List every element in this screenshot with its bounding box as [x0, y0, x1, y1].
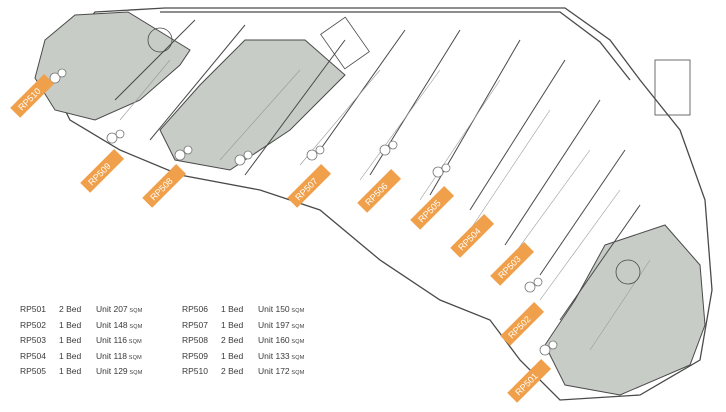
bedroom-count: 1 Bed — [59, 335, 82, 345]
unit-tag-bg — [142, 163, 187, 208]
unit-area: Unit 129 SQM — [96, 366, 143, 376]
stair-core-east — [654, 59, 691, 116]
area-unit-label: SQM — [289, 308, 305, 314]
unit-number: RP502 — [20, 319, 46, 330]
unit-area: Unit 133 SQM — [258, 350, 305, 361]
unit-walls — [114, 19, 641, 321]
unit-tag: RP503 — [490, 241, 535, 286]
unit-number: RP504 — [20, 350, 46, 361]
bedroom-count: 1 Bed — [221, 319, 244, 330]
unit-tag: RP502 — [500, 301, 545, 346]
unit-area: Unit 116 SQM — [96, 335, 142, 345]
bedroom-count: 1 Bed — [221, 304, 244, 314]
unit-area: Unit 160 SQM — [258, 335, 305, 345]
unit-area: Unit 207 SQM — [96, 304, 143, 314]
unit-tag: RP506 — [357, 168, 402, 213]
bedroom-count: 1 Bed — [59, 366, 82, 376]
unit-tag: RP505 — [410, 185, 455, 230]
furniture-marks — [49, 68, 558, 356]
unit-rp508-area — [159, 39, 346, 171]
area-unit-label: SQM — [127, 308, 143, 314]
unit-number: RP510 — [182, 366, 208, 376]
interior-lines — [119, 59, 651, 351]
two-bed-units — [34, 11, 706, 396]
area-unit-label: SQM — [289, 354, 305, 361]
unit-rp501-area — [544, 224, 706, 396]
bedroom-count: 2 Bed — [59, 304, 82, 314]
unit-number: RP509 — [182, 350, 208, 361]
unit-tag-bg — [450, 213, 495, 258]
area-unit-label: SQM — [289, 370, 305, 376]
unit-tag-bg — [490, 241, 535, 286]
spiral-stair-rp510 — [147, 27, 173, 53]
unit-tag-bg — [507, 358, 552, 403]
stair-cores — [147, 16, 691, 285]
area-unit-label: SQM — [127, 323, 143, 330]
unit-number: RP506 — [182, 304, 208, 314]
unit-tag: RP504 — [450, 213, 495, 258]
unit-area: Unit 172 SQM — [258, 366, 305, 376]
unit-tag-bg — [80, 148, 125, 193]
area-unit-label: SQM — [127, 354, 142, 361]
unit-number: RP503 — [20, 335, 46, 345]
unit-tag-bg — [410, 185, 455, 230]
unit-rp510-area — [34, 11, 191, 121]
area-unit-label: SQM — [289, 339, 305, 345]
bedroom-count: 1 Bed — [59, 319, 82, 330]
spiral-stair-rp501 — [615, 259, 641, 285]
area-unit-label: SQM — [289, 323, 305, 330]
unit-tag: RP507 — [287, 163, 332, 208]
unit-number: RP501 — [20, 304, 46, 314]
area-unit-label: SQM — [127, 370, 143, 376]
unit-tag: RP509 — [80, 148, 125, 193]
bedroom-count: 1 Bed — [59, 350, 82, 361]
unit-number: RP507 — [182, 319, 208, 330]
bedroom-count: 1 Bed — [221, 350, 244, 361]
unit-tag-bg — [500, 301, 545, 346]
unit-area: Unit 148 SQM — [96, 319, 143, 330]
stair-core-north — [320, 16, 370, 70]
unit-number: RP505 — [20, 366, 46, 376]
bedroom-count: 2 Bed — [221, 366, 244, 376]
area-unit-label: SQM — [127, 339, 142, 345]
unit-tag: RP508 — [142, 163, 187, 208]
unit-area: Unit 197 SQM — [258, 319, 305, 330]
bedroom-count: 2 Bed — [221, 335, 244, 345]
unit-tag: RP501 — [507, 358, 552, 403]
building-outline — [44, 7, 713, 401]
unit-area: Unit 150 SQM — [258, 304, 305, 314]
unit-tag-bg — [10, 73, 55, 118]
unit-number: RP508 — [182, 335, 208, 345]
unit-tag-bg — [287, 163, 332, 208]
unit-tag-bg — [357, 168, 402, 213]
unit-area: Unit 118 SQM — [96, 350, 142, 361]
